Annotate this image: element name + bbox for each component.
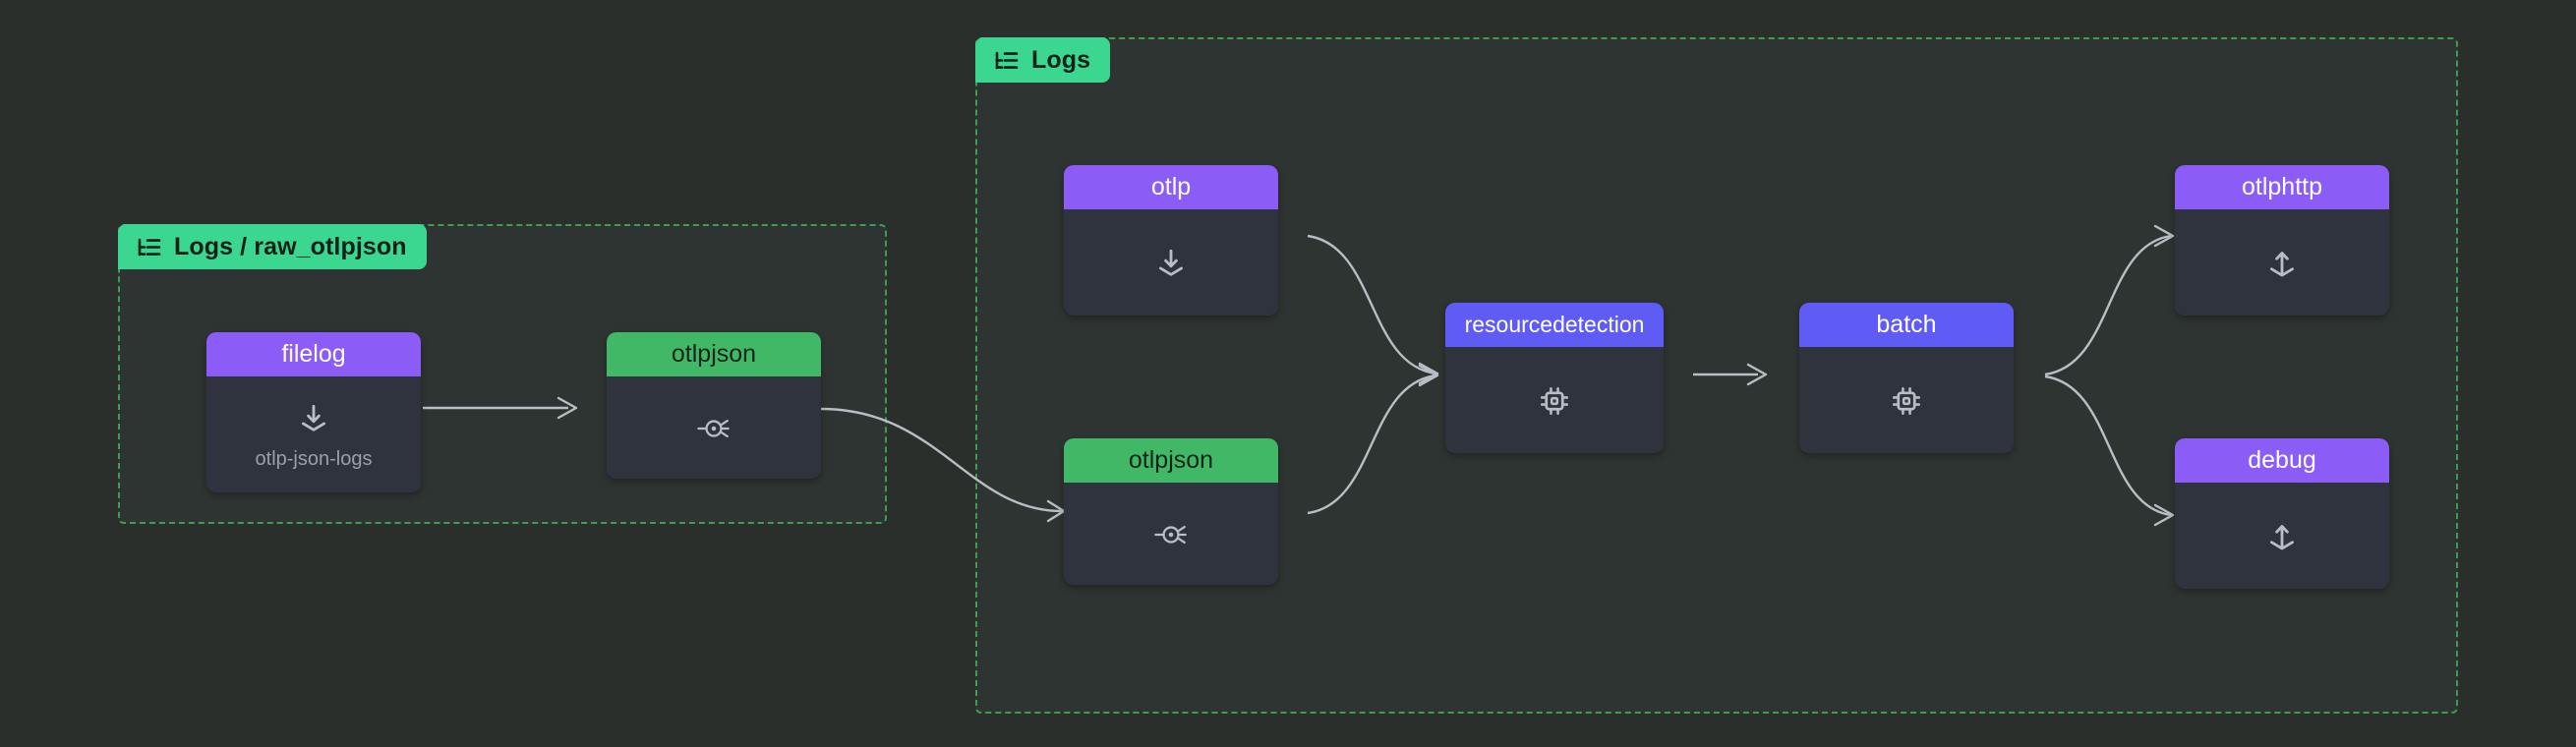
node-title: otlpjson	[1064, 438, 1278, 483]
node-body	[1445, 347, 1664, 453]
node-body	[2175, 483, 2389, 589]
node-title: resourcedetection	[1445, 303, 1664, 347]
node-batch[interactable]: batch	[1799, 303, 2014, 453]
node-body	[1064, 209, 1278, 316]
logs-icon	[995, 51, 1019, 69]
node-otlp[interactable]: otlp	[1064, 165, 1278, 316]
node-title: debug	[2175, 438, 2389, 483]
node-filelog[interactable]: filelog otlp-json-logs	[206, 332, 421, 492]
node-body: otlp-json-logs	[206, 376, 421, 492]
pipeline-group-logs[interactable]	[975, 37, 2458, 714]
node-resourcedetection[interactable]: resourcedetection	[1445, 303, 1664, 453]
node-body	[1799, 347, 2014, 453]
node-body	[607, 376, 821, 479]
node-title: otlphttp	[2175, 165, 2389, 209]
cpu-icon	[1540, 386, 1569, 416]
node-title: otlpjson	[607, 332, 821, 376]
node-title: filelog	[206, 332, 421, 376]
node-sublabel: otlp-json-logs	[255, 448, 373, 470]
download-icon	[302, 404, 325, 431]
group-badge-logs[interactable]: Logs	[975, 37, 1111, 83]
node-otlpjson-right[interactable]: otlpjson	[1064, 438, 1278, 585]
cpu-icon	[1892, 386, 1921, 416]
group-badge-raw-otlpjson[interactable]: Logs / raw_otlpjson	[118, 224, 427, 269]
group-badge-label: Logs / raw_otlpjson	[174, 232, 407, 260]
connector-icon	[1154, 525, 1187, 545]
upload-icon	[2270, 525, 2294, 550]
upload-icon	[2270, 252, 2294, 277]
node-title: batch	[1799, 303, 2014, 347]
group-badge-label: Logs	[1031, 45, 1091, 74]
node-body	[2175, 209, 2389, 316]
node-otlphttp[interactable]: otlphttp	[2175, 165, 2389, 316]
connector-icon	[697, 419, 730, 438]
node-title: otlp	[1064, 165, 1278, 209]
download-icon	[1159, 249, 1183, 276]
logs-icon	[138, 238, 161, 256]
node-body	[1064, 483, 1278, 585]
node-debug[interactable]: debug	[2175, 438, 2389, 589]
node-otlpjson-left[interactable]: otlpjson	[607, 332, 821, 479]
